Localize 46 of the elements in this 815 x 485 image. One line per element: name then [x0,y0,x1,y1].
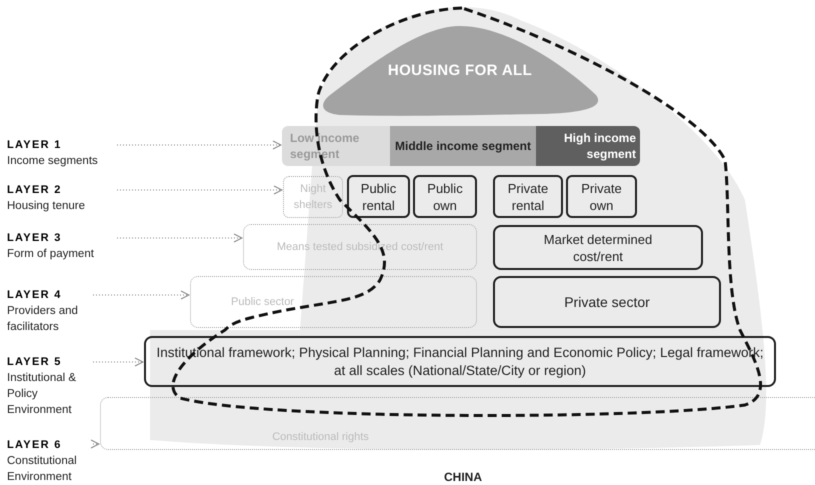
box-text: HOUSING FOR ALL [388,61,532,82]
layer-heading: LAYER 1 [7,138,63,153]
box-text: High income segment [562,130,636,162]
tenure-box [566,175,637,218]
constitution-box [100,397,815,450]
dotted-arrow [92,358,144,366]
layer-description: Constitutional Environment [7,454,78,485]
layer-description: Income segments [7,154,99,169]
country-label: CHINA [444,469,482,485]
segment-bar [536,126,640,166]
layer-description: Institutional & Policy Environment [7,371,78,418]
tenure-box [347,175,410,218]
segment-bar [282,126,390,166]
layer-heading: LAYER 6 [7,438,63,453]
box-text: Night shelters [292,182,334,213]
box-text: Public rental [360,180,398,214]
dotted-arrow [90,440,100,448]
box-text: Middle income segment [394,138,532,154]
segment-bar [390,126,536,166]
layer-heading: LAYER 4 [7,288,63,303]
dotted-arrow [116,234,242,242]
payment-box [493,225,703,270]
dotted-arrow [92,290,190,300]
box-text: Public sector [231,294,294,310]
dotted-arrow [116,140,282,150]
tenure-box [493,175,563,218]
layer-heading: LAYER 3 [7,231,63,246]
layer-heading: LAYER 2 [7,183,63,198]
tenure-box [283,176,343,218]
payment-box [243,224,477,270]
layer-description: Housing tenure [7,199,86,214]
box-text: Low income segment [290,130,360,162]
provider-box [190,276,477,328]
tenure-box [413,175,477,218]
box-text: Private own [580,180,623,214]
layer-description: Providers and facilitators [7,304,79,335]
layer-heading: LAYER 5 [7,355,63,370]
policy-box [144,336,776,387]
box-text: Public own [426,180,464,214]
box-text: Market determined cost/rent [542,230,654,264]
box-text: Private sector [564,292,650,312]
box-text: Institutional framework; Physical Planning; Financial Planning and Economic Policy; Legal framework; at all scales (National/State/City or region) [155,344,765,380]
provider-box [493,276,721,328]
box-text: Private rental [506,180,550,214]
layer-description: Form of payment [7,247,95,262]
dotted-arrow [116,186,282,194]
